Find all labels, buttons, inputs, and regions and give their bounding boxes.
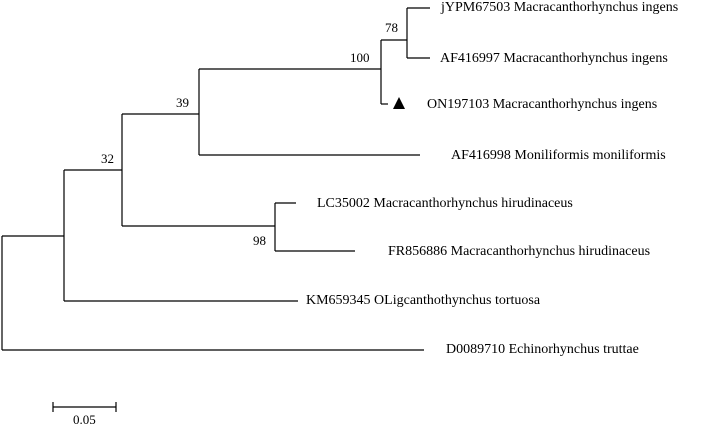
leaf-label-jypm67503: jYPM67503 Macracanthorhynchus ingens bbox=[440, 0, 678, 15]
leaf-label-fr856886: FR856886 Macracanthorhynchus hirudinaceu… bbox=[388, 244, 650, 259]
leaf-labels: jYPM67503 Macracanthorhynchus ingens AF4… bbox=[306, 0, 678, 357]
leaf-label-d0089710: D0089710 Echinorhynchus truttae bbox=[446, 342, 639, 357]
leaf-label-on197103: ON197103 Macracanthorhynchus ingens bbox=[427, 97, 657, 112]
leaf-label-af416997: AF416997 Macracanthorhynchus ingens bbox=[440, 51, 668, 66]
leaf-label-km659345: KM659345 OLigcanthothynchus tortuosa bbox=[306, 293, 541, 308]
support-value-98: 98 bbox=[253, 233, 266, 248]
support-values: 78 100 39 98 32 bbox=[101, 20, 398, 248]
leaf-label-lc35002: LC35002 Macracanthorhynchus hirudinaceus bbox=[317, 196, 573, 211]
support-value-32: 32 bbox=[101, 151, 114, 166]
support-value-39: 39 bbox=[176, 95, 189, 110]
support-value-100: 100 bbox=[350, 50, 370, 65]
filled-triangle-icon bbox=[393, 97, 405, 109]
leaf-label-af416998: AF416998 Moniliformis moniliformis bbox=[451, 148, 666, 163]
support-value-78: 78 bbox=[385, 20, 398, 35]
tree-branches bbox=[1, 7, 430, 351]
scale-bar-label: 0.05 bbox=[73, 412, 96, 425]
scale-bar: 0.05 bbox=[52, 402, 117, 425]
